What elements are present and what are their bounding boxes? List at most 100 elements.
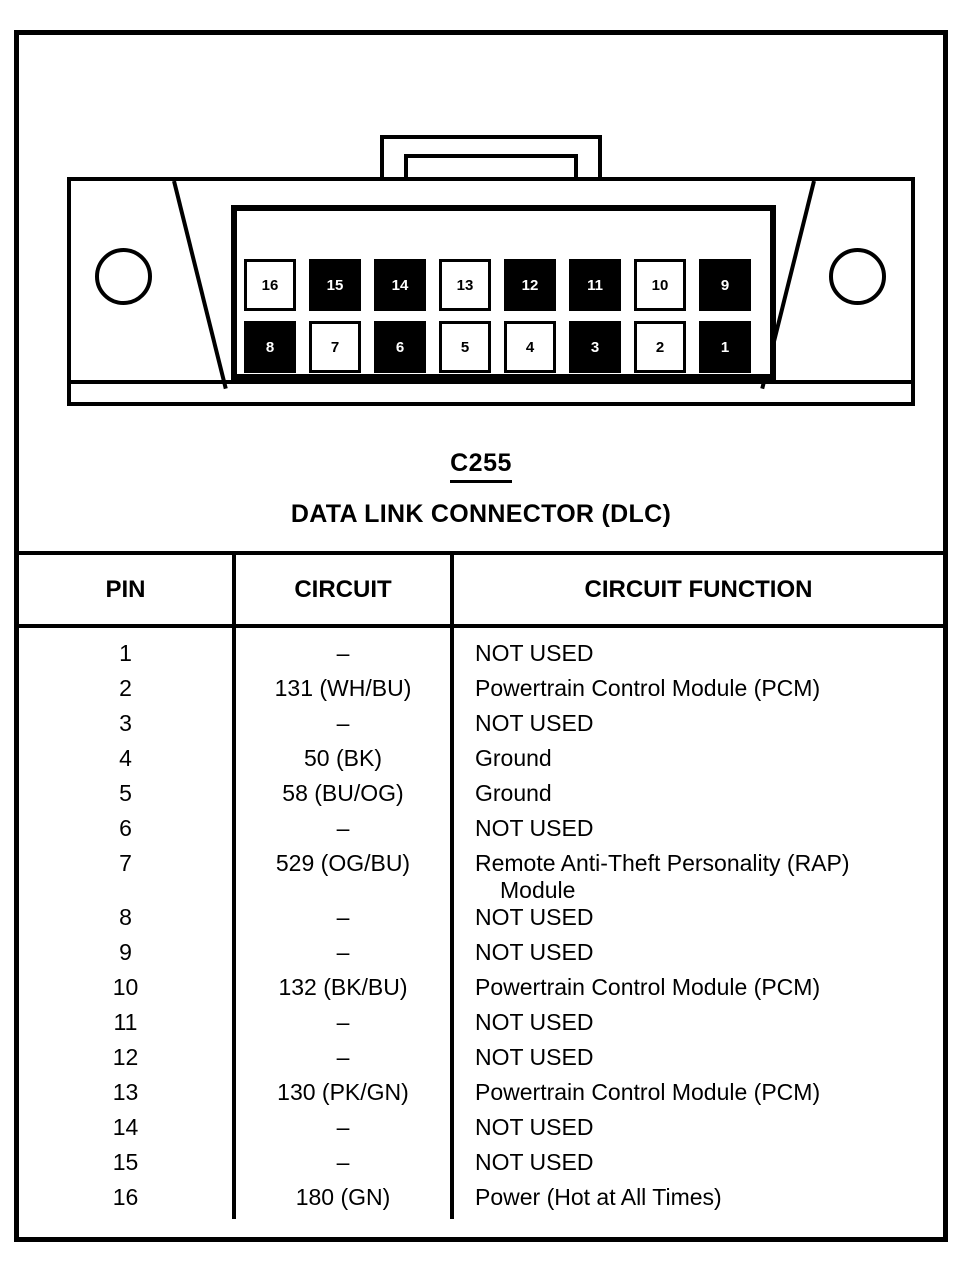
cell-circuit-function: NOT USED bbox=[452, 1009, 943, 1044]
cell-pin-number: 15 bbox=[19, 1149, 236, 1184]
cell-circuit-function: NOT USED bbox=[452, 1114, 943, 1149]
table-row: 1–NOT USED bbox=[19, 626, 943, 675]
pin-cavity-7[interactable]: 7 bbox=[309, 321, 361, 373]
cell-pin-number: 11 bbox=[19, 1009, 236, 1044]
function-line-primary: NOT USED bbox=[475, 939, 594, 965]
pin-cavity-6[interactable]: 6 bbox=[374, 321, 426, 373]
cell-pin-number: 2 bbox=[19, 675, 236, 710]
table-row: 15–NOT USED bbox=[19, 1149, 943, 1184]
function-line-secondary: Module bbox=[500, 877, 576, 903]
cell-circuit-function: Remote Anti-Theft Personality (RAP)Modul… bbox=[452, 850, 943, 904]
table-row: 9–NOT USED bbox=[19, 939, 943, 974]
mounting-hole-right bbox=[829, 248, 886, 305]
cell-circuit-function: NOT USED bbox=[452, 626, 943, 675]
cell-circuit-function: Powertrain Control Module (PCM) bbox=[452, 675, 943, 710]
cell-circuit: – bbox=[234, 1044, 454, 1079]
function-line-primary: Ground bbox=[475, 745, 552, 771]
column-header-function: CIRCUIT FUNCTION bbox=[452, 555, 943, 628]
pin-cavity-10[interactable]: 10 bbox=[634, 259, 686, 311]
function-line-primary: NOT USED bbox=[475, 1009, 594, 1035]
cell-pin-number: 14 bbox=[19, 1114, 236, 1149]
cell-circuit: – bbox=[234, 904, 454, 939]
function-line-primary: NOT USED bbox=[475, 904, 594, 930]
pin-cavity-9[interactable]: 9 bbox=[699, 259, 751, 311]
cell-pin-number: 9 bbox=[19, 939, 236, 974]
pin-cavity-8[interactable]: 8 bbox=[244, 321, 296, 373]
pin-row-bottom: 8 7 6 5 4 3 2 1 bbox=[244, 321, 764, 373]
connector-code: C255 bbox=[450, 449, 512, 483]
function-line-primary: Powertrain Control Module (PCM) bbox=[475, 675, 821, 701]
cell-pin-number: 12 bbox=[19, 1044, 236, 1079]
table-row: 6–NOT USED bbox=[19, 815, 943, 850]
cell-circuit: 130 (PK/GN) bbox=[234, 1079, 454, 1114]
function-line-primary: Powertrain Control Module (PCM) bbox=[475, 974, 821, 1000]
pin-cavity-5[interactable]: 5 bbox=[439, 321, 491, 373]
table-row: 8–NOT USED bbox=[19, 904, 943, 939]
connector-caption: C255 DATA LINK CONNECTOR (DLC) bbox=[19, 449, 943, 529]
function-line-primary: NOT USED bbox=[475, 1114, 594, 1140]
function-line-primary: Remote Anti-Theft Personality (RAP) bbox=[475, 850, 850, 876]
cell-circuit: – bbox=[234, 626, 454, 675]
pin-cavity-3[interactable]: 3 bbox=[569, 321, 621, 373]
function-line-primary: Ground bbox=[475, 780, 552, 806]
table-row: 14–NOT USED bbox=[19, 1114, 943, 1149]
cell-circuit: – bbox=[234, 710, 454, 745]
cell-circuit: 50 (BK) bbox=[234, 745, 454, 780]
cell-pin-number: 16 bbox=[19, 1184, 236, 1219]
page-frame: 16 15 14 13 12 11 10 9 8 7 6 5 4 3 2 1 C… bbox=[14, 30, 948, 1242]
connector-housing-skirt bbox=[67, 380, 915, 406]
cell-circuit-function: Ground bbox=[452, 745, 943, 780]
pin-cavity-15[interactable]: 15 bbox=[309, 259, 361, 311]
column-header-circuit: CIRCUIT bbox=[234, 555, 454, 628]
pin-cavity-11[interactable]: 11 bbox=[569, 259, 621, 311]
cell-pin-number: 10 bbox=[19, 974, 236, 1009]
cell-pin-number: 6 bbox=[19, 815, 236, 850]
cell-pin-number: 8 bbox=[19, 904, 236, 939]
cell-circuit-function: Powertrain Control Module (PCM) bbox=[452, 1079, 943, 1114]
pin-cavity-13[interactable]: 13 bbox=[439, 259, 491, 311]
function-line-primary: Powertrain Control Module (PCM) bbox=[475, 1079, 821, 1105]
cell-circuit: 529 (OG/BU) bbox=[234, 850, 454, 904]
mounting-hole-left bbox=[95, 248, 152, 305]
pin-row-top: 16 15 14 13 12 11 10 9 bbox=[244, 259, 764, 311]
cell-circuit: 131 (WH/BU) bbox=[234, 675, 454, 710]
pin-grid: 16 15 14 13 12 11 10 9 8 7 6 5 4 3 2 1 bbox=[244, 259, 764, 377]
pin-cavity-1[interactable]: 1 bbox=[699, 321, 751, 373]
cell-circuit-function: NOT USED bbox=[452, 904, 943, 939]
table-row: 11–NOT USED bbox=[19, 1009, 943, 1044]
connector-diagram: 16 15 14 13 12 11 10 9 8 7 6 5 4 3 2 1 C… bbox=[19, 35, 943, 535]
pin-cavity-12[interactable]: 12 bbox=[504, 259, 556, 311]
cell-circuit: – bbox=[234, 1149, 454, 1184]
cell-circuit-function: Ground bbox=[452, 780, 943, 815]
cell-pin-number: 5 bbox=[19, 780, 236, 815]
pin-cavity-14[interactable]: 14 bbox=[374, 259, 426, 311]
function-line-primary: NOT USED bbox=[475, 815, 594, 841]
cell-pin-number: 4 bbox=[19, 745, 236, 780]
pin-cavity-16[interactable]: 16 bbox=[244, 259, 296, 311]
cell-circuit: – bbox=[234, 1009, 454, 1044]
cell-circuit: – bbox=[234, 1114, 454, 1149]
cell-pin-number: 1 bbox=[19, 626, 236, 675]
function-line-primary: NOT USED bbox=[475, 640, 594, 666]
pin-cavity-4[interactable]: 4 bbox=[504, 321, 556, 373]
cell-circuit: 58 (BU/OG) bbox=[234, 780, 454, 815]
pin-cavity-2[interactable]: 2 bbox=[634, 321, 686, 373]
cell-circuit: 132 (BK/BU) bbox=[234, 974, 454, 1009]
cell-circuit-function: NOT USED bbox=[452, 1149, 943, 1184]
cell-circuit-function: NOT USED bbox=[452, 815, 943, 850]
cell-circuit-function: Power (Hot at All Times) bbox=[452, 1184, 943, 1219]
function-line-primary: Power (Hot at All Times) bbox=[475, 1184, 722, 1210]
cell-circuit-function: NOT USED bbox=[452, 710, 943, 745]
cell-pin-number: 3 bbox=[19, 710, 236, 745]
column-header-pin: PIN bbox=[19, 555, 236, 628]
table-row: 3–NOT USED bbox=[19, 710, 943, 745]
function-line-primary: NOT USED bbox=[475, 1044, 594, 1070]
function-line-primary: NOT USED bbox=[475, 1149, 594, 1175]
